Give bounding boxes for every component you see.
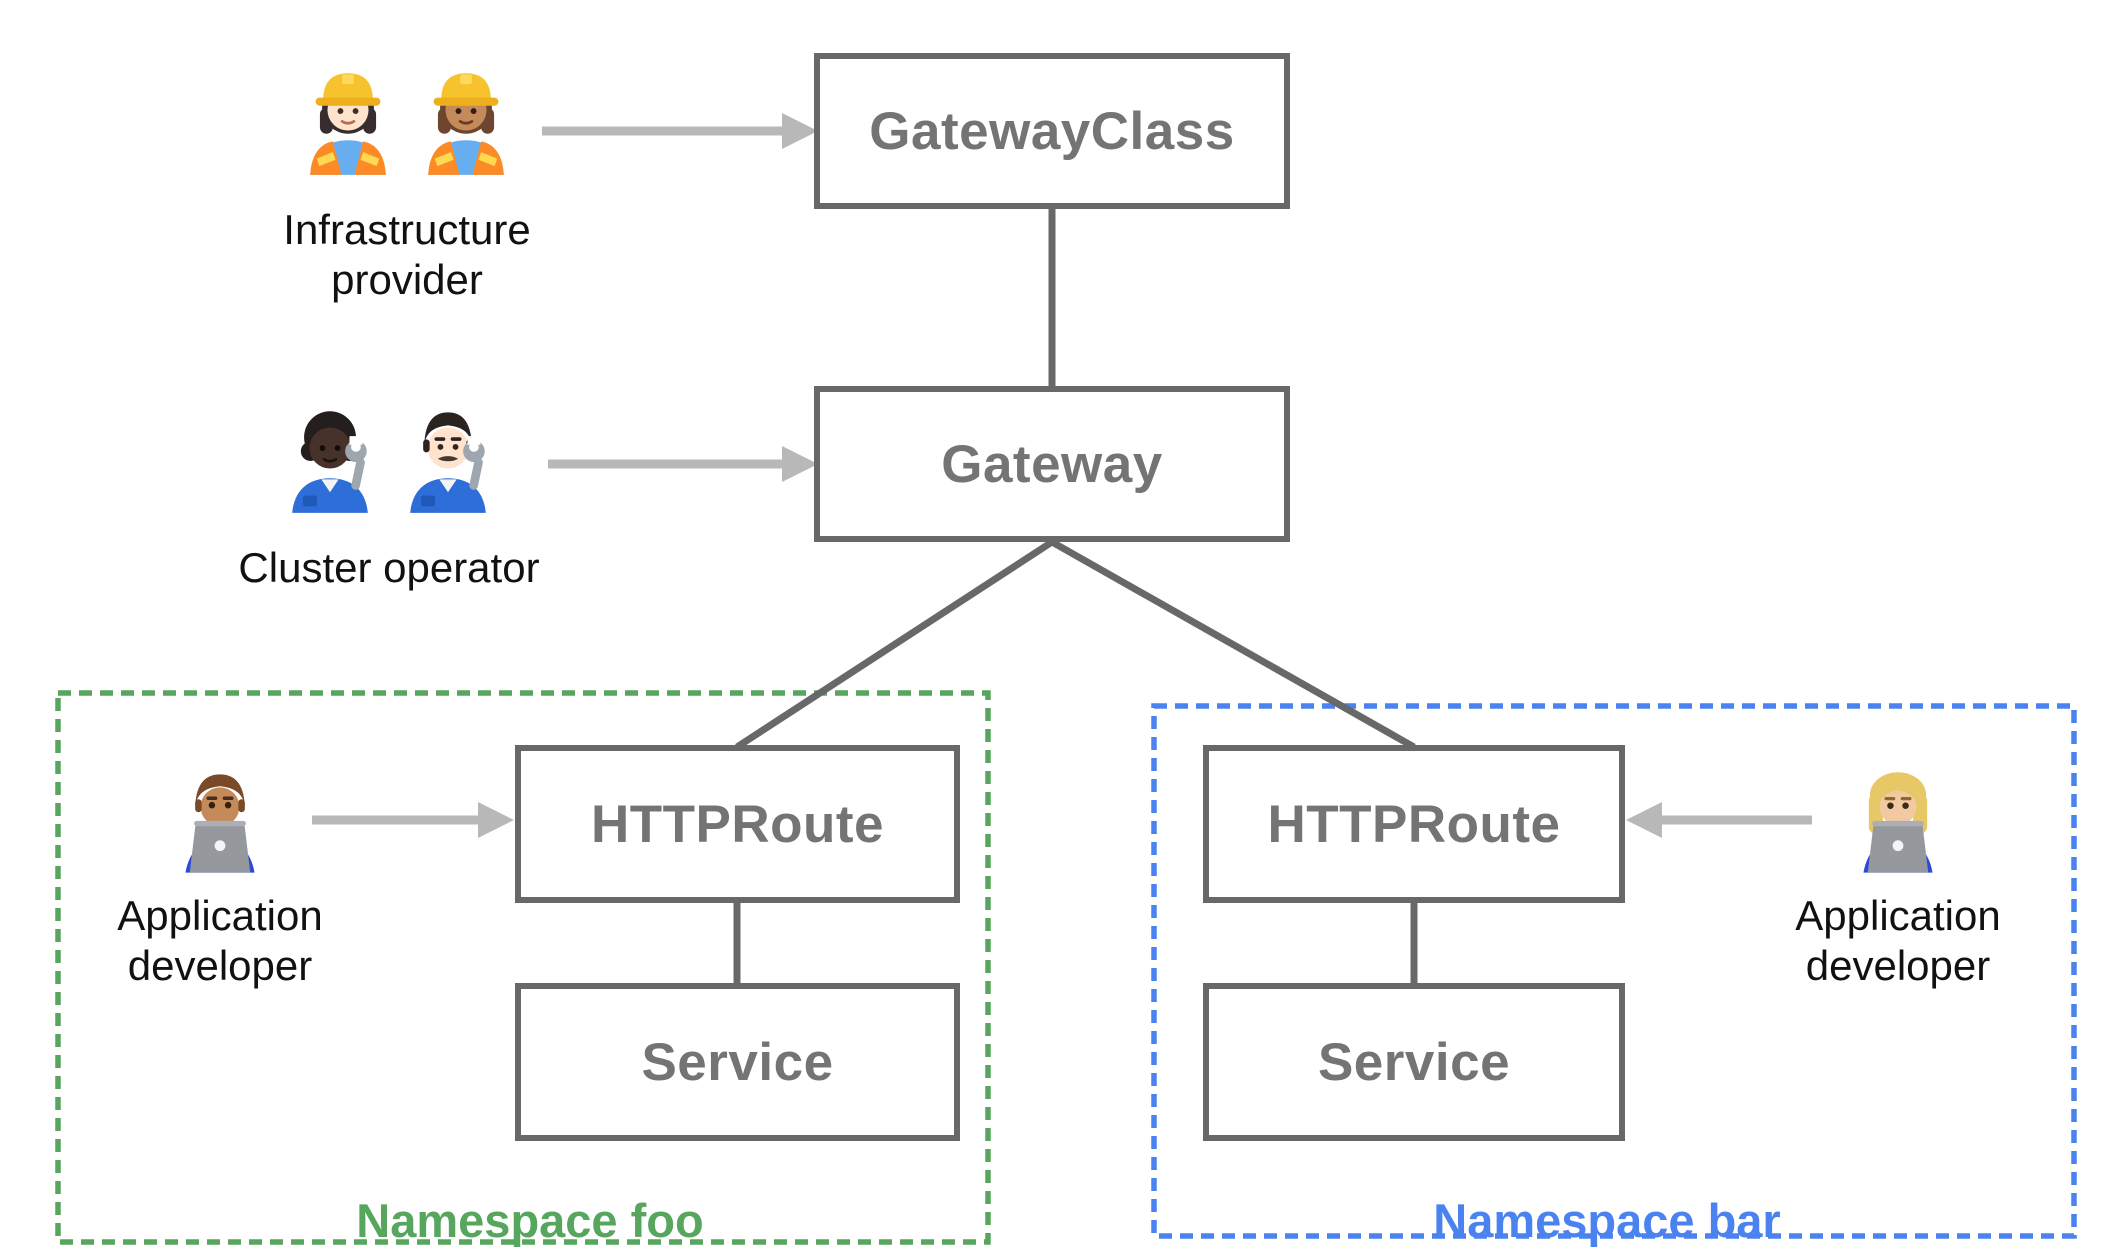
app-developer-foo-icons	[166, 758, 274, 875]
gateway-label: Gateway	[941, 434, 1163, 494]
wrench-icon	[463, 436, 485, 490]
gatewayclass-node: GatewayClass	[814, 53, 1290, 209]
woman-construction-worker-light-icon	[310, 73, 386, 175]
app-developer-bar-label: Application developer	[1795, 892, 2001, 989]
namespace-bar-label: Namespace bar	[1433, 1194, 1781, 1247]
man-mechanic-icon	[410, 412, 486, 513]
woman-technologist-icon	[1863, 772, 1933, 873]
httproute-bar-label: HTTPRoute	[1267, 794, 1561, 854]
gateway-node: Gateway	[814, 386, 1290, 542]
service-foo-node: Service	[515, 983, 960, 1141]
service-foo-label: Service	[641, 1032, 834, 1092]
arrow-head-right-icon	[782, 113, 818, 149]
cluster-operator-icons	[276, 396, 502, 513]
arrow-head-right-icon	[478, 802, 514, 838]
cluster-operator-actor: Cluster operator	[219, 396, 559, 593]
wrench-icon	[345, 436, 367, 490]
arrow-head-right-icon	[782, 446, 818, 482]
arrow-cluster-operator-to-gateway	[548, 446, 818, 482]
service-bar-label: Service	[1317, 1032, 1511, 1092]
service-bar-node: Service	[1203, 983, 1625, 1141]
httproute-bar-node: HTTPRoute	[1203, 745, 1625, 903]
laptop-icon	[1867, 820, 1929, 873]
edge-gateway-httproute-bar	[1050, 538, 1416, 751]
mechanic-dark-skin-icon	[292, 411, 368, 513]
arrow-app-developer-to-httproute-foo	[312, 802, 514, 838]
httproute-foo-node: HTTPRoute	[515, 745, 960, 903]
namespace-foo-boundary	[55, 690, 991, 1245]
laptop-icon	[189, 820, 251, 873]
app-developer-foo-label: Application developer	[117, 892, 323, 989]
app-developer-bar-icons	[1844, 758, 1952, 875]
arrow-app-developer-to-httproute-bar	[1626, 802, 1812, 838]
app-developer-bar-actor: Application developer	[1728, 758, 2068, 991]
arrow-infrastructure-provider-to-gatewayclass	[542, 113, 818, 149]
gatewayclass-label: GatewayClass	[869, 101, 1235, 161]
infrastructure-provider-icons	[294, 58, 520, 175]
namespace-foo-label: Namespace foo	[356, 1194, 704, 1247]
cluster-operator-label: Cluster operator	[238, 544, 540, 591]
man-technologist-icon	[185, 774, 255, 873]
edge-gateway-httproute-foo	[735, 539, 1054, 750]
woman-construction-worker-medium-icon	[428, 73, 504, 175]
namespace-bar-boundary	[1151, 703, 2077, 1239]
httproute-foo-label: HTTPRoute	[590, 794, 885, 854]
app-developer-foo-actor: Application developer	[50, 758, 390, 991]
infrastructure-provider-actor: Infrastructure provider	[237, 58, 577, 305]
arrow-head-left-icon	[1626, 802, 1662, 838]
infrastructure-provider-label: Infrastructure provider	[283, 206, 531, 303]
